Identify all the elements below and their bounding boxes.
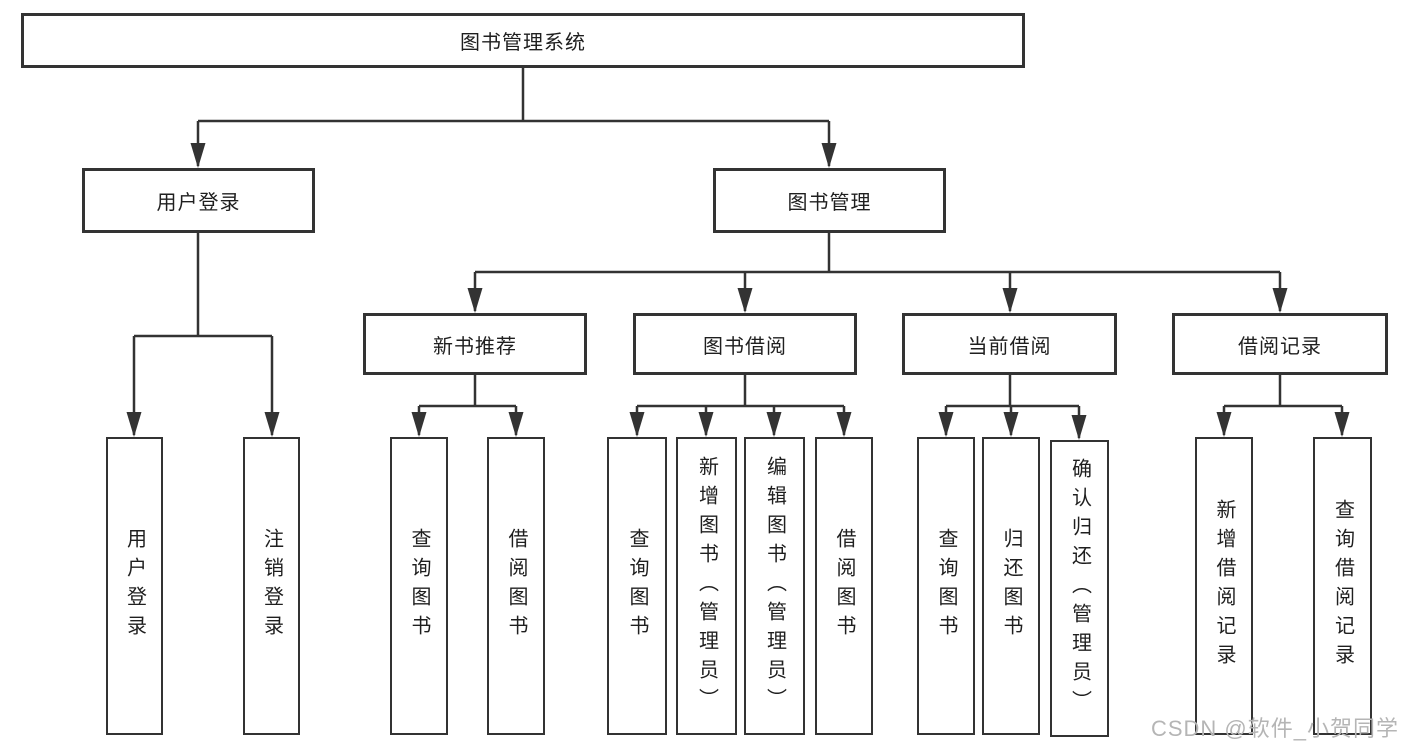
leaf-br-add-record: 新增借阅记录: [1195, 437, 1253, 735]
node-root: 图书管理系统: [21, 13, 1025, 68]
leaf-cb-return-books: 归还图书: [982, 437, 1040, 735]
node-user-login-label: 用户登录: [156, 192, 241, 214]
leaf-nb-query-books-label: 查询图书: [408, 528, 430, 644]
node-current-borrow: 当前借阅: [902, 313, 1117, 375]
node-new-book-rec: 新书推荐: [363, 313, 587, 375]
leaf-bb-borrow-books-label: 借阅图书: [833, 528, 855, 644]
csdn-watermark: CSDN @软件_小贺同学: [1150, 716, 1399, 741]
leaf-user-login: 用户登录: [106, 437, 163, 735]
node-book-mgmt: 图书管理: [713, 168, 946, 233]
leaf-bb-add-books: 新增图书（管理员）: [676, 437, 737, 735]
leaf-nb-borrow-books-label: 借阅图书: [505, 528, 527, 644]
leaf-bb-edit-books-label: 编辑图书（管理员）: [763, 455, 786, 717]
leaf-nb-query-books: 查询图书: [390, 437, 448, 735]
leaf-cb-confirm-return-label: 确认归还（管理员）: [1068, 458, 1091, 719]
node-current-borrow-label: 当前借阅: [967, 335, 1052, 358]
node-borrow-records-label: 借阅记录: [1238, 335, 1322, 358]
node-user-login: 用户登录: [82, 168, 315, 233]
node-borrow-records: 借阅记录: [1172, 313, 1388, 375]
node-book-borrow: 图书借阅: [633, 313, 857, 375]
leaf-bb-query-books-label: 查询图书: [626, 528, 648, 644]
leaf-nb-borrow-books: 借阅图书: [487, 437, 545, 735]
leaf-cb-query-books: 查询图书: [917, 437, 975, 735]
node-book-borrow-label: 图书借阅: [703, 335, 787, 358]
leaf-logout: 注销登录: [243, 437, 300, 735]
leaf-bb-borrow-books: 借阅图书: [815, 437, 873, 735]
leaf-user-login-label: 用户登录: [123, 528, 146, 644]
leaf-cb-return-books-label: 归还图书: [1000, 528, 1022, 644]
leaf-cb-confirm-return: 确认归还（管理员）: [1050, 440, 1109, 737]
leaf-br-query-record: 查询借阅记录: [1313, 437, 1372, 735]
node-book-mgmt-label: 图书管理: [787, 192, 872, 214]
leaf-br-query-record-label: 查询借阅记录: [1331, 499, 1354, 673]
leaf-bb-edit-books: 编辑图书（管理员）: [744, 437, 805, 735]
leaf-br-add-record-label: 新增借阅记录: [1213, 499, 1235, 673]
leaf-bb-query-books: 查询图书: [607, 437, 667, 735]
leaf-logout-label: 注销登录: [260, 528, 283, 644]
leaf-cb-query-books-label: 查询图书: [935, 528, 957, 644]
node-root-label: 图书管理系统: [460, 32, 586, 54]
node-new-book-rec-label: 新书推荐: [433, 335, 517, 358]
leaf-bb-add-books-label: 新增图书（管理员）: [695, 455, 718, 717]
